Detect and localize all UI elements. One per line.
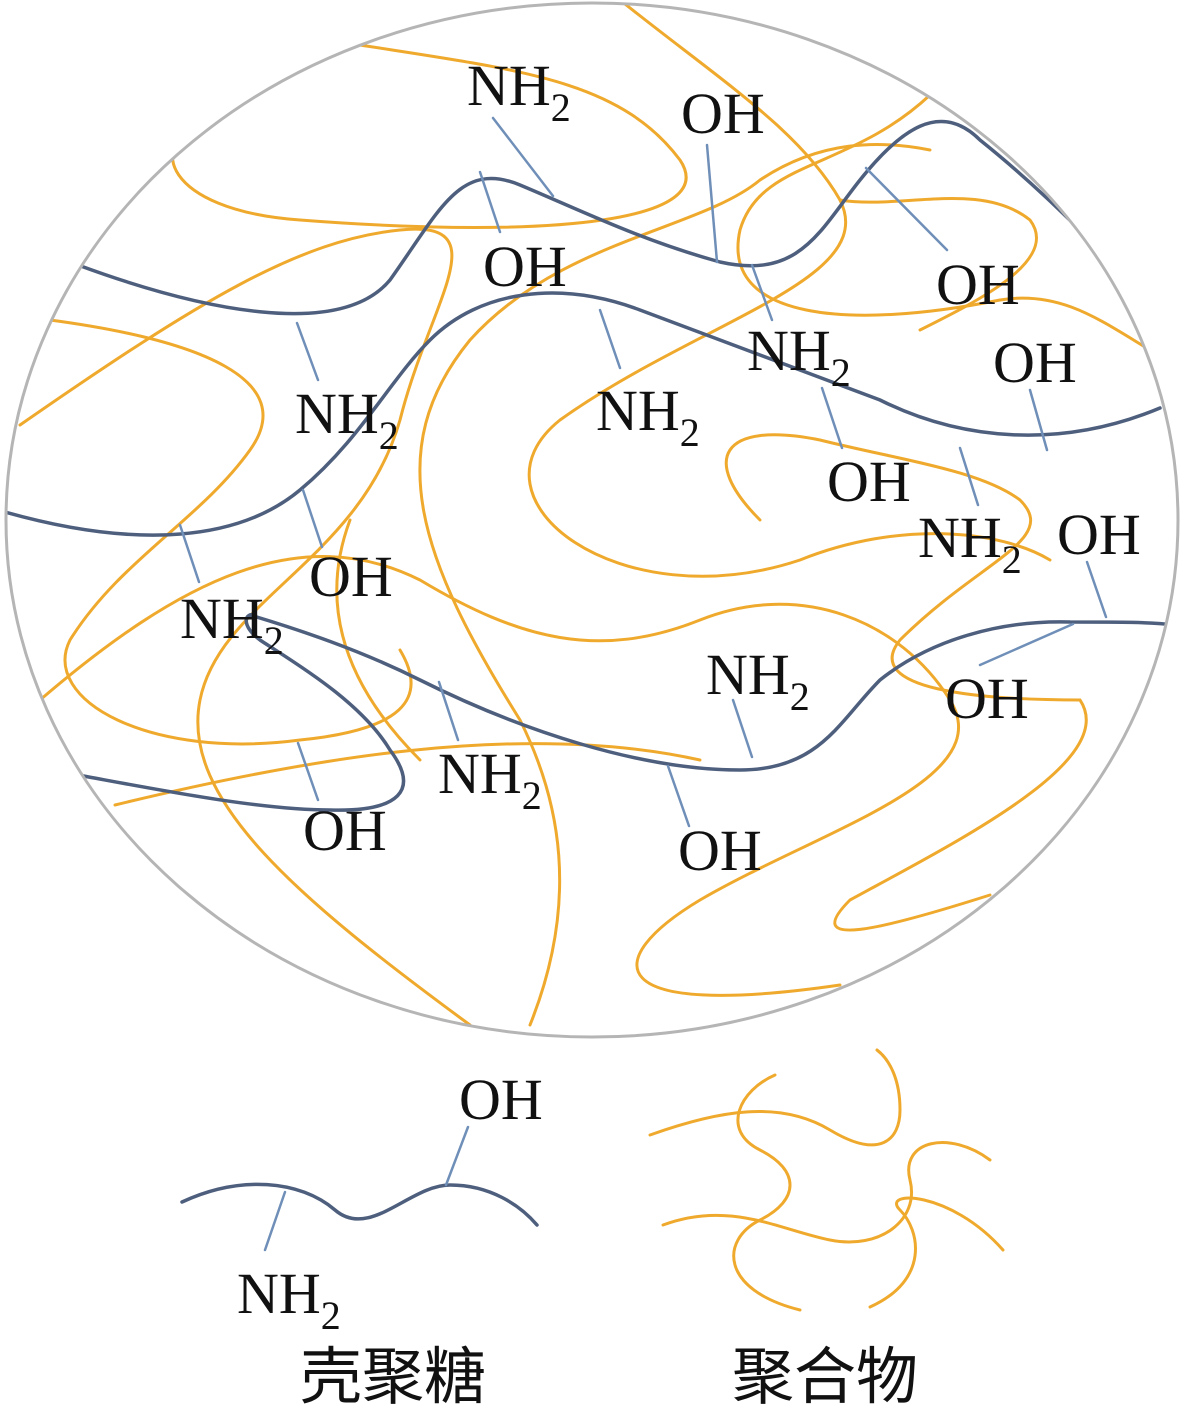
legend-chitosan-strand	[180, 1182, 539, 1227]
connector-line	[864, 166, 949, 252]
nh2-group-label: NH2	[295, 381, 399, 458]
connector-line	[978, 622, 1075, 667]
connector-line	[705, 143, 719, 264]
legend-oh-connector	[444, 1125, 470, 1187]
connector-line	[295, 321, 320, 382]
oh-group-label: OH	[1057, 502, 1141, 567]
legend-chitosan-label: 壳聚糖	[300, 1340, 486, 1409]
functional-group-labels: NH2 OH OH OH NH2 OH NH2 NH2 OH NH2 OH OH…	[180, 53, 1141, 883]
magnified-circle-outline	[4, 1, 1180, 1039]
oh-group-label: OH	[827, 449, 911, 514]
polymer-strand	[18, 227, 472, 1027]
connector-line	[478, 170, 502, 234]
oh-group-label: OH	[309, 544, 393, 609]
chitosan-strand	[76, 119, 1097, 316]
connector-line	[491, 116, 555, 198]
oh-group-label: OH	[678, 818, 762, 883]
connector-line	[820, 386, 844, 450]
polymer-strand	[335, 518, 422, 762]
connector-line	[731, 698, 754, 759]
legend-chitosan: OH NH2 壳聚糖	[180, 1067, 543, 1409]
polymer-strand	[38, 554, 960, 997]
chitosan-strands	[6, 119, 1177, 812]
legend-polymer-strand	[661, 1141, 992, 1244]
polymer-strand	[418, 142, 932, 1027]
legend-polymer-strand	[732, 1073, 802, 1312]
connector-line	[666, 764, 691, 828]
nh2-group-label: NH2	[706, 642, 810, 719]
oh-group-label: OH	[681, 81, 765, 146]
connector-line	[296, 741, 320, 802]
nh2-group-label: NH2	[918, 505, 1022, 582]
nh2-group-label: NH2	[180, 586, 284, 663]
side-group-connectors	[178, 116, 1108, 828]
nh2-group-label: NH2	[438, 741, 542, 818]
connector-line	[598, 308, 622, 370]
connector-line	[958, 446, 980, 507]
legend-polymer-label: 聚合物	[732, 1340, 918, 1409]
oh-group-label: OH	[483, 234, 567, 299]
polymer-strand	[527, 3, 1052, 578]
polymer-strand	[724, 433, 1088, 932]
legend-oh-label: OH	[459, 1067, 543, 1132]
oh-group-label: OH	[993, 330, 1077, 395]
legend-polymer-strand	[648, 1048, 902, 1147]
connector-line	[437, 680, 460, 742]
oh-group-label: OH	[936, 252, 1020, 317]
legend-nh2-label: NH2	[237, 1261, 341, 1338]
legend-polymer	[648, 1048, 1005, 1312]
connector-line	[178, 523, 201, 584]
nh2-group-label: NH2	[747, 318, 851, 395]
connector-line	[1028, 388, 1049, 452]
legend-polymer-strand	[868, 1196, 1005, 1309]
chitosan-strand	[76, 612, 406, 812]
polymer-strand	[171, 43, 688, 229]
oh-group-label: OH	[945, 666, 1029, 731]
chitosan-strand	[248, 613, 1177, 772]
polymer-strands	[18, 3, 1152, 1027]
connector-line	[750, 263, 774, 322]
chitosan-strand	[6, 291, 1162, 537]
oh-group-label: OH	[303, 798, 387, 863]
legend-nh2-connector	[263, 1190, 287, 1252]
connector-line	[1085, 560, 1108, 619]
nh2-group-label: NH2	[467, 53, 571, 130]
connector-line	[301, 488, 324, 549]
nh2-group-label: NH2	[596, 378, 700, 455]
polymer-strand	[736, 93, 1152, 352]
polymer-strand	[48, 318, 413, 746]
